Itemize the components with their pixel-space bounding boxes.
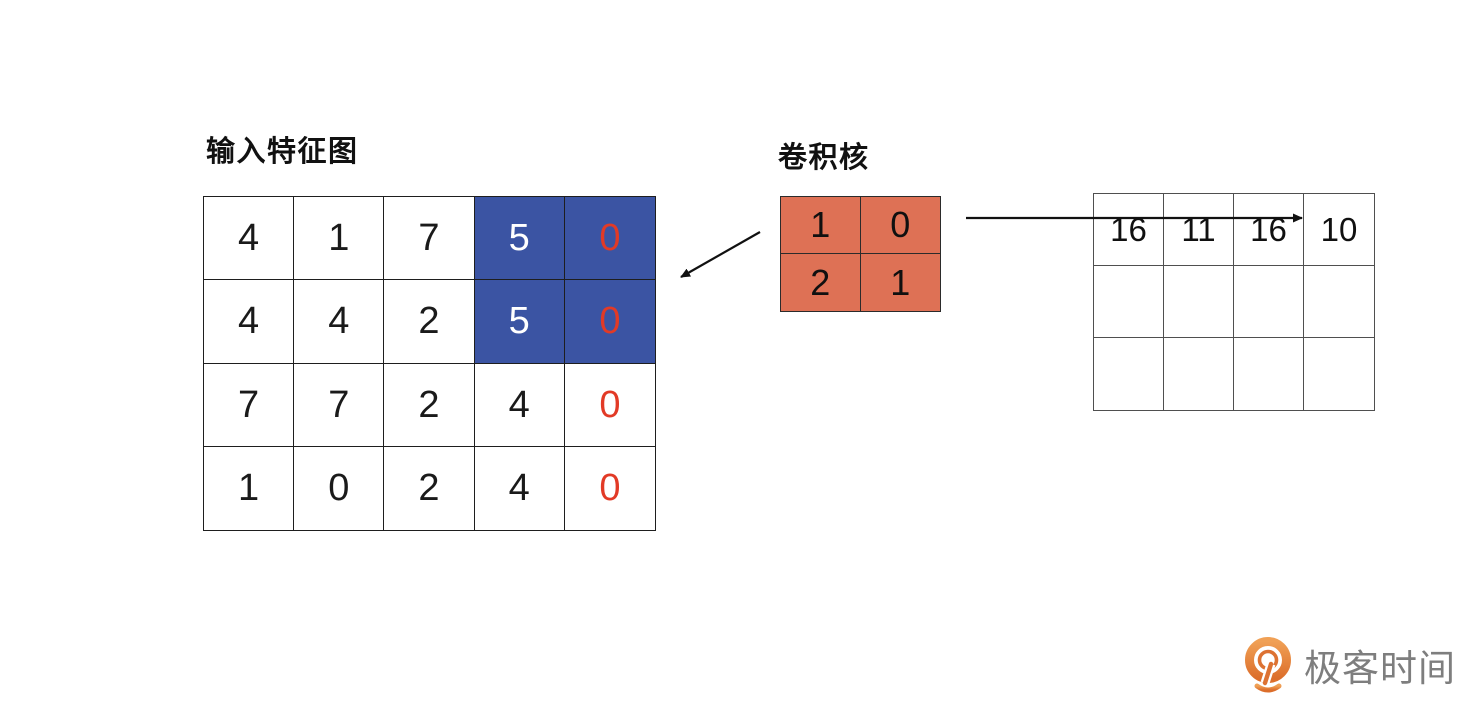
kernel-to-input-arrow	[680, 231, 761, 278]
input-cell-r0-c1: 1	[294, 197, 385, 281]
input-cell-r2-c1: 7	[294, 363, 385, 447]
output-cell-r1-c1	[1164, 266, 1234, 338]
kernel-title: 卷积核	[778, 142, 870, 174]
output-cell-r1-c0	[1094, 266, 1164, 338]
output-cell-r0-c0: 16	[1094, 194, 1164, 266]
input-cell-r1-c1: 4	[294, 280, 385, 364]
input-cell-r3-c1: 0	[294, 446, 385, 530]
output-cell-r2-c3	[1304, 338, 1374, 410]
input-cell-r3-c0: 1	[204, 446, 295, 530]
output-cell-r1-c3	[1304, 266, 1374, 338]
input-cell-r1-c0: 4	[204, 280, 295, 364]
input-cell-r2-c4: 0	[564, 364, 655, 447]
input-cell-r3-c4: 0	[599, 467, 621, 510]
input-cell-r1-c2: 2	[384, 280, 475, 364]
kernel-cell-r1-c0: 2	[781, 254, 861, 311]
input-cell-r2-c0: 7	[204, 363, 295, 447]
input-cell-r2-c3: 4	[474, 363, 565, 447]
output-map-grid: 16 11 16 10	[1093, 193, 1375, 411]
output-cell-r2-c2	[1234, 338, 1304, 410]
input-cell-r1-c4-highlighted: 0	[564, 280, 655, 364]
input-feature-map-grid: 4 1 7 5 0 4 4 2 5 0 7 7 2 4 0 1 0 2 4 0	[203, 196, 656, 531]
geektime-logo-icon	[1245, 637, 1291, 693]
output-cell-r0-c1: 11	[1164, 194, 1234, 266]
output-cell-r0-c2: 16	[1234, 194, 1304, 266]
kernel-cell-r0-c0: 1	[781, 197, 861, 254]
kernel-cell-r0-c1: 0	[860, 197, 940, 254]
geektime-logo-text: 极客时间	[1304, 648, 1456, 689]
input-map-title: 输入特征图	[206, 136, 359, 168]
geektime-logo: 极客时间	[1238, 634, 1456, 696]
output-cell-r2-c1	[1164, 338, 1234, 410]
output-cell-r1-c2	[1234, 266, 1304, 338]
kernel-grid: 1 0 2 1	[780, 196, 941, 312]
input-cell-r1-c3-highlighted: 5	[474, 280, 565, 364]
input-cell-r0-c4-highlighted: 0	[564, 197, 655, 281]
input-cell-r0-c3-highlighted: 5	[474, 197, 565, 281]
input-cell-r3-c3: 4	[475, 446, 565, 530]
output-cell-r2-c0	[1094, 338, 1164, 410]
input-cell-r3-c2: 2	[384, 446, 475, 530]
input-cell-r0-c2: 7	[384, 197, 475, 281]
input-cell-r2-c2: 2	[384, 363, 475, 447]
input-cell-r0-c0: 4	[204, 197, 295, 281]
output-cell-r0-c3: 10	[1304, 194, 1374, 266]
kernel-cell-r1-c1: 1	[860, 254, 940, 311]
